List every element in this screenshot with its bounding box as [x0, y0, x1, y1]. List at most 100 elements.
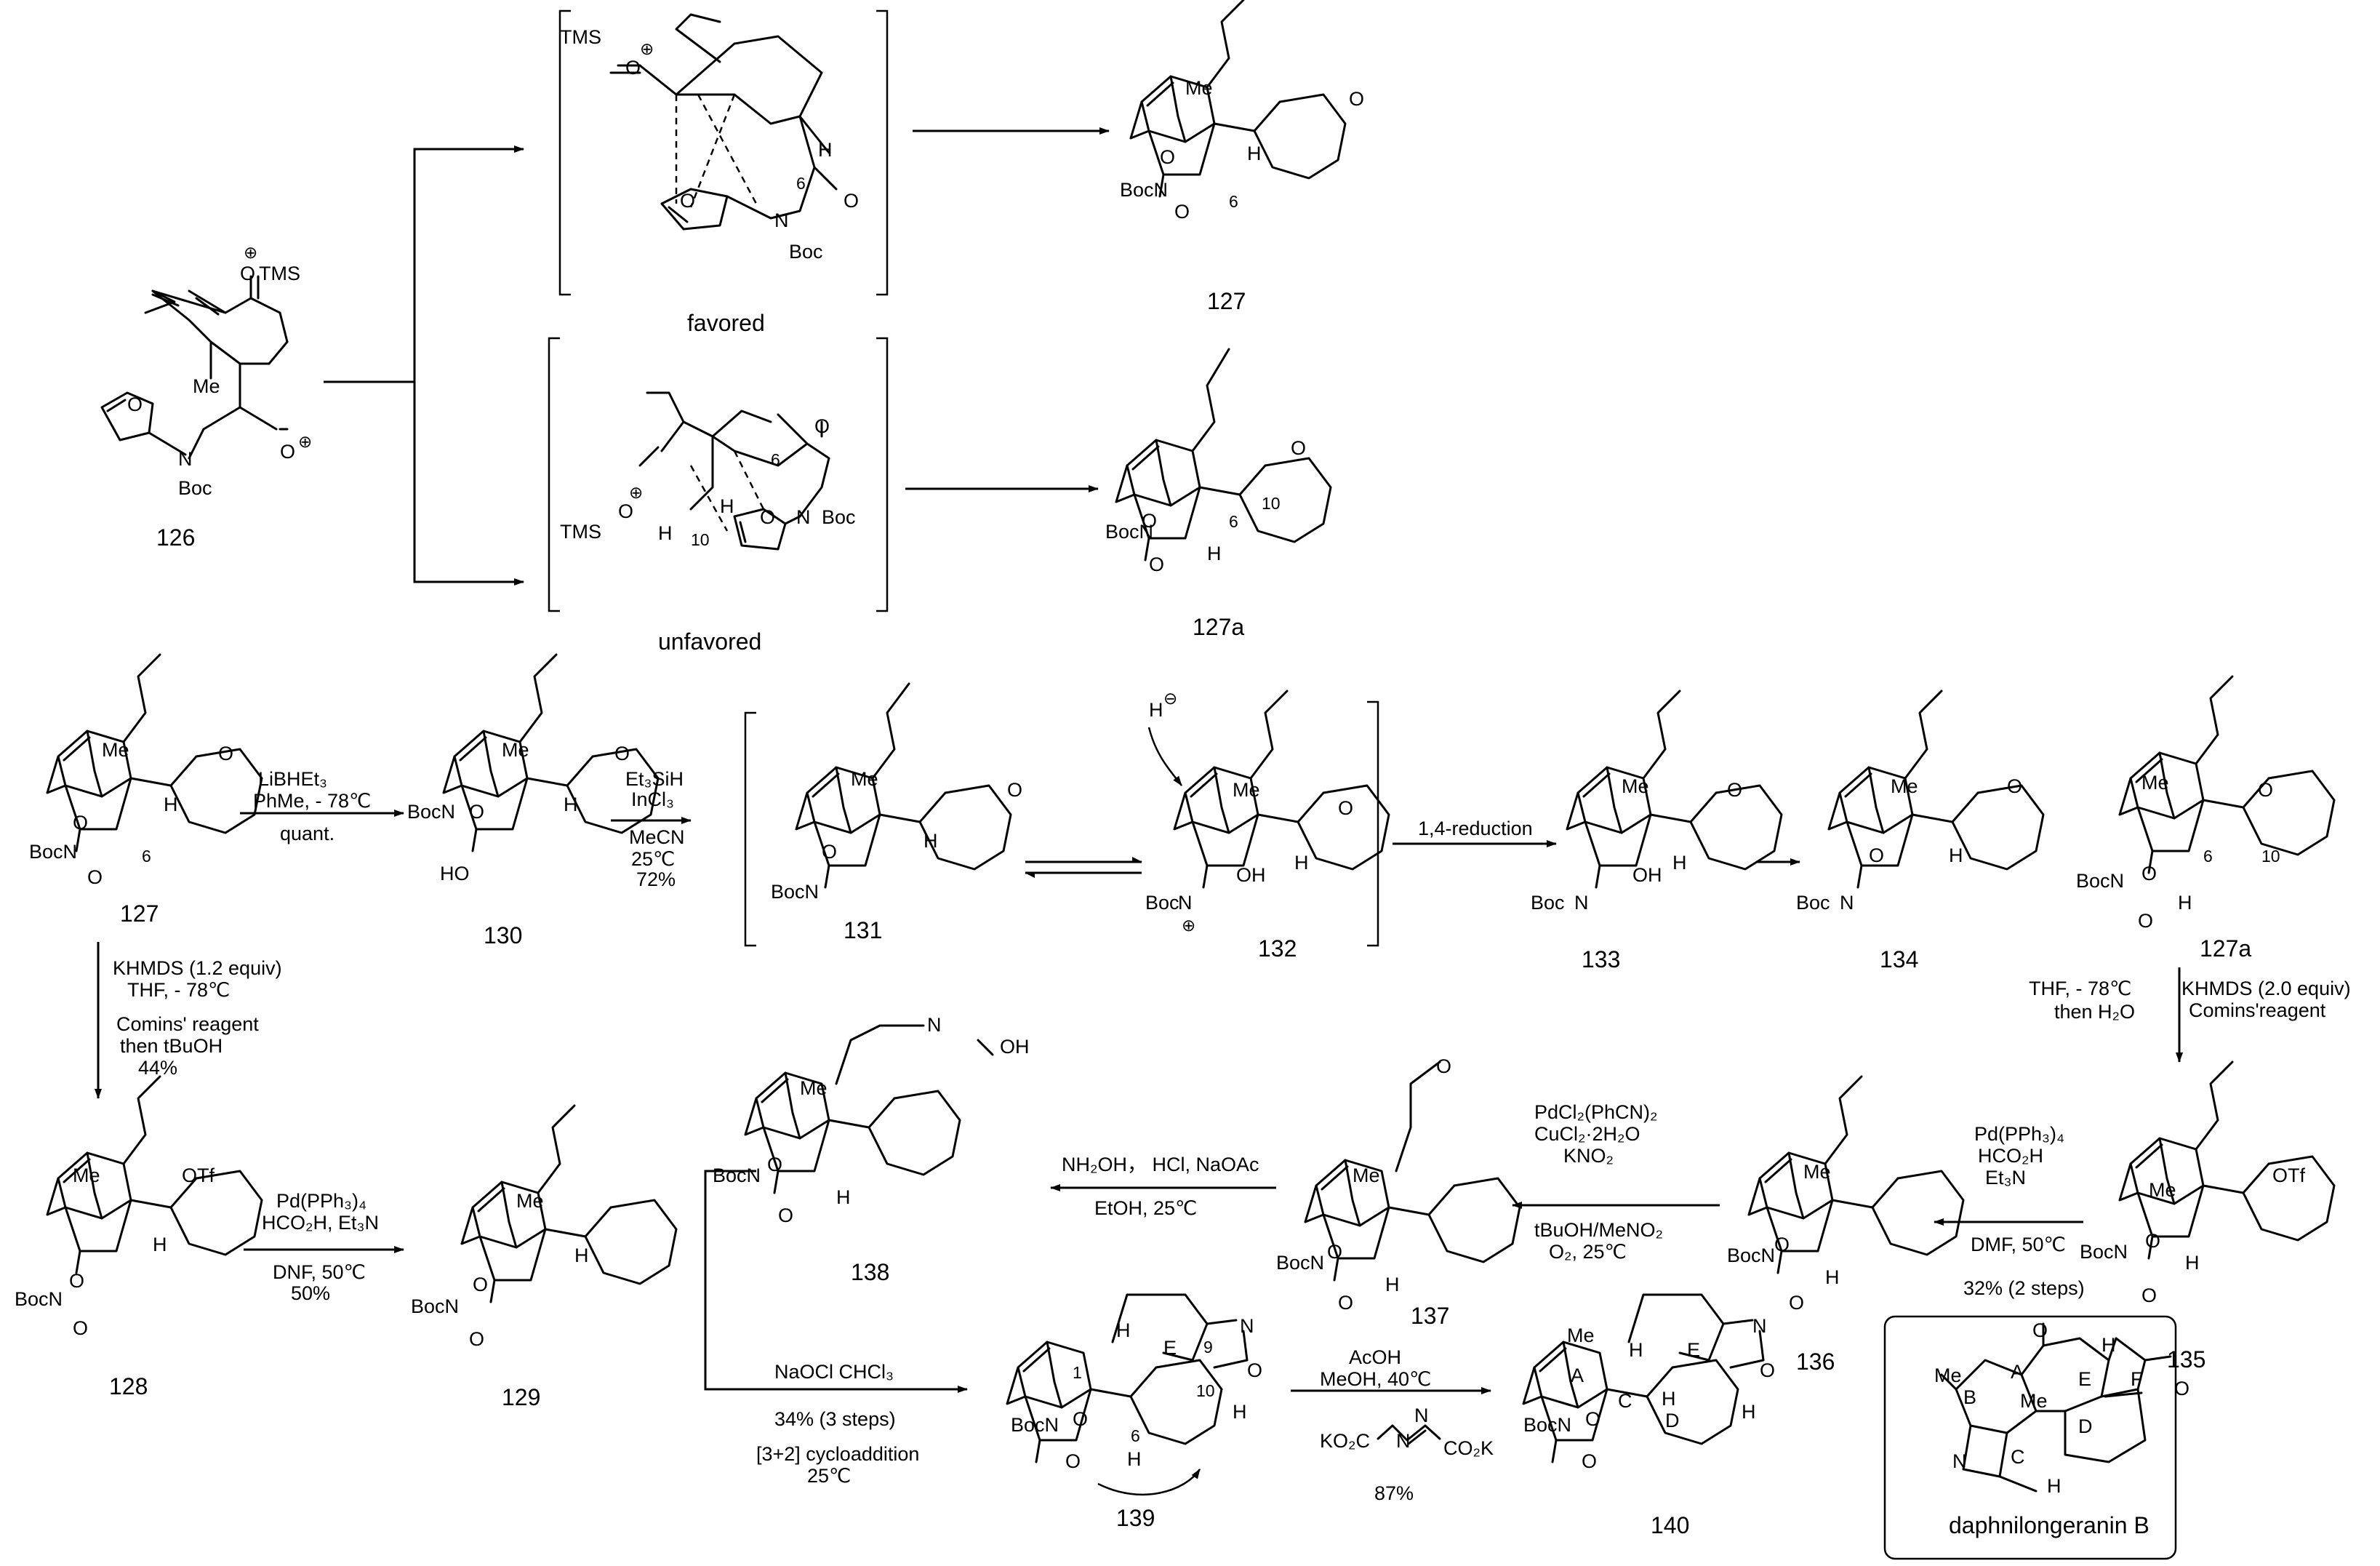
atom-me: Me [800, 1077, 828, 1099]
compound-127-top [1129, 0, 1347, 198]
atom-bocn: BocN [407, 801, 455, 823]
atom-o: O [2138, 910, 2153, 932]
atom-o: O [1149, 554, 1164, 575]
atom-oh: OH [1632, 864, 1662, 886]
condition-s7: DMF, 50℃ [1971, 1234, 2066, 1255]
label-daphnilongeranin-b: daphnilongeranin B [1949, 1512, 2149, 1538]
condition-s5: HCO₂H, Et₃N [262, 1212, 379, 1234]
position-10: 10 [691, 530, 710, 549]
position-6: 6 [1229, 512, 1238, 531]
reaction-arrow [704, 1170, 968, 1393]
label-130: 130 [484, 922, 522, 948]
position-1: 1 [1073, 1363, 1082, 1382]
label-127: 127 [120, 900, 159, 927]
condition-s5: DNF, 50℃ [273, 1261, 366, 1283]
condition-s8: O₂, 25℃ [1549, 1241, 1627, 1263]
atom-n: N [1414, 1405, 1429, 1426]
compound-136 [1747, 1075, 1965, 1274]
condition-s8: CuCl₂·2H₂O [1534, 1123, 1640, 1145]
atom-o-bridge: O [767, 1154, 782, 1175]
condition-s4: 44% [138, 1057, 177, 1079]
label-139: 139 [1116, 1505, 1155, 1531]
atom-otf: OTf [182, 1164, 215, 1186]
atom-me: Me [2020, 1390, 2048, 1412]
atom-o: O [1174, 201, 1190, 223]
atom-o: O [844, 190, 859, 212]
atom-n: N [1574, 892, 1589, 914]
atom-n: N [1840, 892, 1854, 914]
condition-s2: InCl₃ [631, 788, 674, 810]
atom-o-bridge: O [469, 801, 484, 823]
atom-o-carbonyl: O [280, 441, 295, 463]
atom-h: H [1247, 143, 1262, 164]
atom-o: O [1436, 1055, 1451, 1077]
bracket-left [558, 9, 571, 296]
ring-e: E [2078, 1368, 2091, 1390]
condition-s7: Et₃N [1985, 1167, 2026, 1189]
condition-s4: then tBuOH [120, 1035, 223, 1057]
condition-s7: Pd(PPh₃)₄ [1974, 1123, 2064, 1145]
bracket-right [876, 9, 889, 296]
charge-plus: ⊕ [298, 432, 312, 451]
condition-s10: 34% (3 steps) [774, 1408, 896, 1430]
ring-c: C [1618, 1390, 1632, 1412]
atom-boc: Boc [1531, 892, 1565, 914]
atom-o-bridge: O [1142, 510, 1157, 532]
condition-s1: LiBHEt₃ [258, 768, 327, 790]
position-6: 6 [2203, 847, 2213, 866]
compound-129 [460, 1104, 678, 1303]
atom-h: H [720, 495, 734, 517]
condition-s8: KNO₂ [1563, 1145, 1614, 1167]
atom-o-bridge: O [473, 1274, 488, 1295]
compound-130 [442, 653, 660, 852]
atom-h: H [1662, 1388, 1676, 1410]
ring-e: E [1687, 1339, 1700, 1361]
atom-o: O [1338, 797, 1353, 819]
atom-o: O [218, 743, 233, 764]
position-6: 6 [1229, 192, 1238, 211]
compound-131 [795, 682, 1012, 889]
position-10: 10 [1196, 1381, 1215, 1400]
condition-s2: 72% [636, 868, 676, 890]
compound-138 [744, 1024, 994, 1194]
atom-me: Me [193, 375, 220, 397]
condition-s10: NaOCl CHCl₃ [774, 1361, 894, 1383]
atom-o: O [625, 57, 641, 79]
atom-o: O [1247, 1359, 1262, 1381]
atom-bocn: BocN [713, 1164, 761, 1186]
position-10: 10 [1262, 494, 1281, 513]
condition-s1: PhMe, - 78℃ [253, 790, 371, 812]
compound-127a [2118, 675, 2336, 874]
compound-134 [1827, 690, 2045, 889]
atom-o: O [1065, 1450, 1081, 1472]
bracket-right [876, 337, 889, 612]
atom-o-furan: O [680, 190, 695, 212]
label-140: 140 [1651, 1512, 1689, 1538]
atom-boc: Boc [178, 477, 212, 499]
atom-me: Me [1353, 1164, 1380, 1186]
atom-h: H [1672, 852, 1687, 874]
atom-o-tms: O [240, 263, 255, 284]
compound-135 [2118, 1060, 2336, 1260]
atom-o: O [2258, 779, 2273, 801]
label-134: 134 [1880, 946, 1918, 972]
compound-127a-top [1115, 348, 1332, 562]
atom-n: N [1396, 1430, 1411, 1452]
atom-o-bridge: O [1327, 1241, 1342, 1263]
atom-o: O [1727, 779, 1742, 801]
atom-me: Me [516, 1190, 544, 1212]
condition-s2: Et₃SiH [625, 768, 684, 790]
atom-o: O [1789, 1292, 1804, 1314]
atom-o: O [1291, 437, 1306, 459]
condition-s11: 87% [1374, 1482, 1414, 1504]
atom-me: Me [1803, 1161, 1831, 1183]
natural-product-box [1883, 1315, 2177, 1560]
ring-c: C [2011, 1446, 2025, 1468]
condition-s6: Comins'reagent [2189, 999, 2326, 1021]
ts-unfavored [638, 391, 830, 551]
atom-o: O [469, 1328, 484, 1350]
charge-plus: ⊕ [1182, 916, 1195, 935]
condition-s5: 50% [291, 1282, 330, 1304]
condition-s5: Pd(PPh₃)₄ [276, 1190, 366, 1212]
atom-h: H [923, 830, 938, 852]
